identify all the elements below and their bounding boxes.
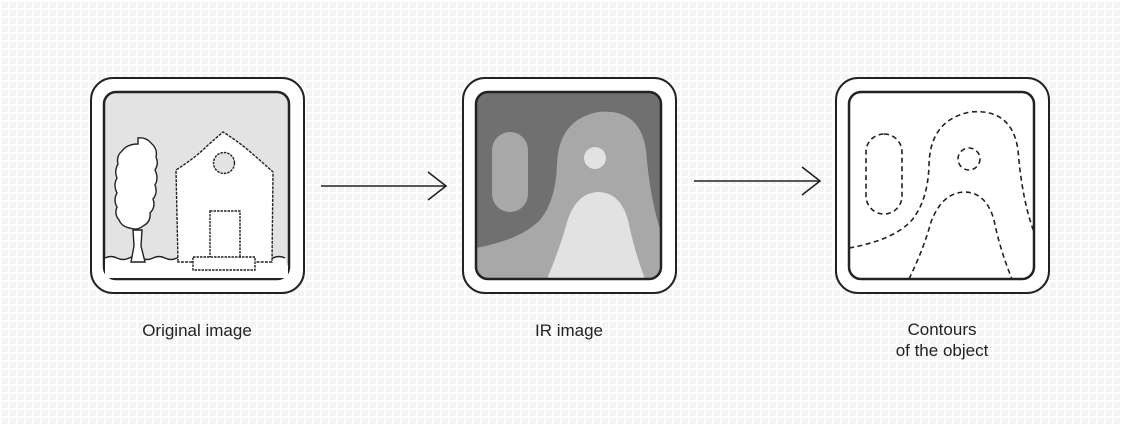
contour-left-blob (865, 133, 903, 215)
house-icon (175, 131, 274, 271)
contours-frame (835, 77, 1050, 294)
arrow-right-icon (321, 171, 448, 201)
house-door (209, 210, 241, 260)
house-step (192, 256, 256, 271)
contours-panel (835, 77, 1050, 294)
arrow-right-icon (694, 166, 822, 196)
ir-left-blob (492, 132, 528, 212)
contour-inner-arch (908, 191, 1013, 279)
house-window (212, 151, 236, 175)
contour-outer (849, 110, 1034, 249)
ir-image-label: IR image (449, 320, 689, 341)
contours-label: Contours of the object (822, 319, 1062, 361)
original-image-label-line: Original image (142, 321, 252, 340)
tree-icon (114, 137, 158, 263)
contours-label-line-2: of the object (895, 341, 989, 360)
contour-hot-spot (957, 147, 981, 171)
contours-label-line-1: Contours (907, 320, 977, 339)
original-image-label: Original image (77, 320, 317, 341)
ir-image-screen (474, 90, 663, 281)
ir-image-label-line: IR image (534, 321, 604, 340)
ir-image-panel (462, 77, 677, 294)
original-image-panel (90, 77, 305, 294)
ir-hot-spot (584, 147, 606, 169)
contours-screen (847, 90, 1036, 281)
ir-hot-region (547, 192, 645, 279)
